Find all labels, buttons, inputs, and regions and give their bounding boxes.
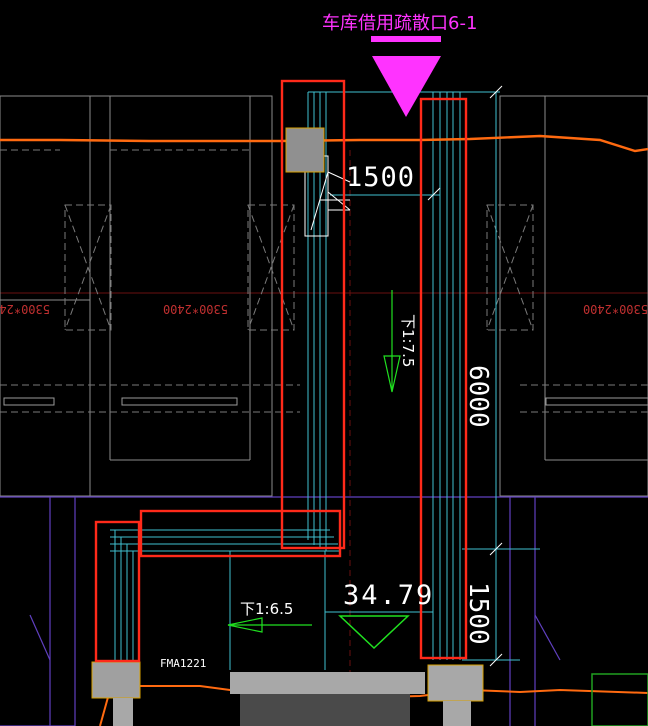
room-label-center: 5300*2400 <box>163 302 228 316</box>
dimension-ticks <box>427 85 503 667</box>
title-label: 车库借用疏散口6-1 <box>322 13 477 34</box>
entrance-triangle-icon <box>372 56 441 117</box>
slope-arrow-1 <box>383 290 401 393</box>
boundary-lines <box>0 496 648 726</box>
highlight-boxes <box>94 79 468 663</box>
axis-lines <box>0 150 648 726</box>
parking-bays <box>0 149 648 413</box>
elevation-marker-icon <box>338 615 410 650</box>
room-label-left: 5300*2400 <box>0 302 50 316</box>
dimension-horizontal: 1500 <box>346 162 415 193</box>
slope-label-2: 下1:6.5 <box>240 600 293 618</box>
room-label-right: 5300*2400 <box>583 302 648 316</box>
dimension-vertical-short: 1500 <box>463 582 493 645</box>
door-tag: FMA1221 <box>160 657 206 670</box>
slope-arrow-2 <box>227 617 312 633</box>
title-underline <box>371 36 441 42</box>
gate-blocks <box>91 127 484 726</box>
ramp-lines <box>110 91 540 670</box>
wall-outlines <box>0 95 648 497</box>
dimension-vertical-long: 6000 <box>463 365 493 428</box>
elevation-value: 34.79 <box>343 580 434 611</box>
slot-bars <box>3 397 648 406</box>
slope-label-1: 下1:7.5 <box>399 314 417 367</box>
corner-room <box>591 673 648 726</box>
